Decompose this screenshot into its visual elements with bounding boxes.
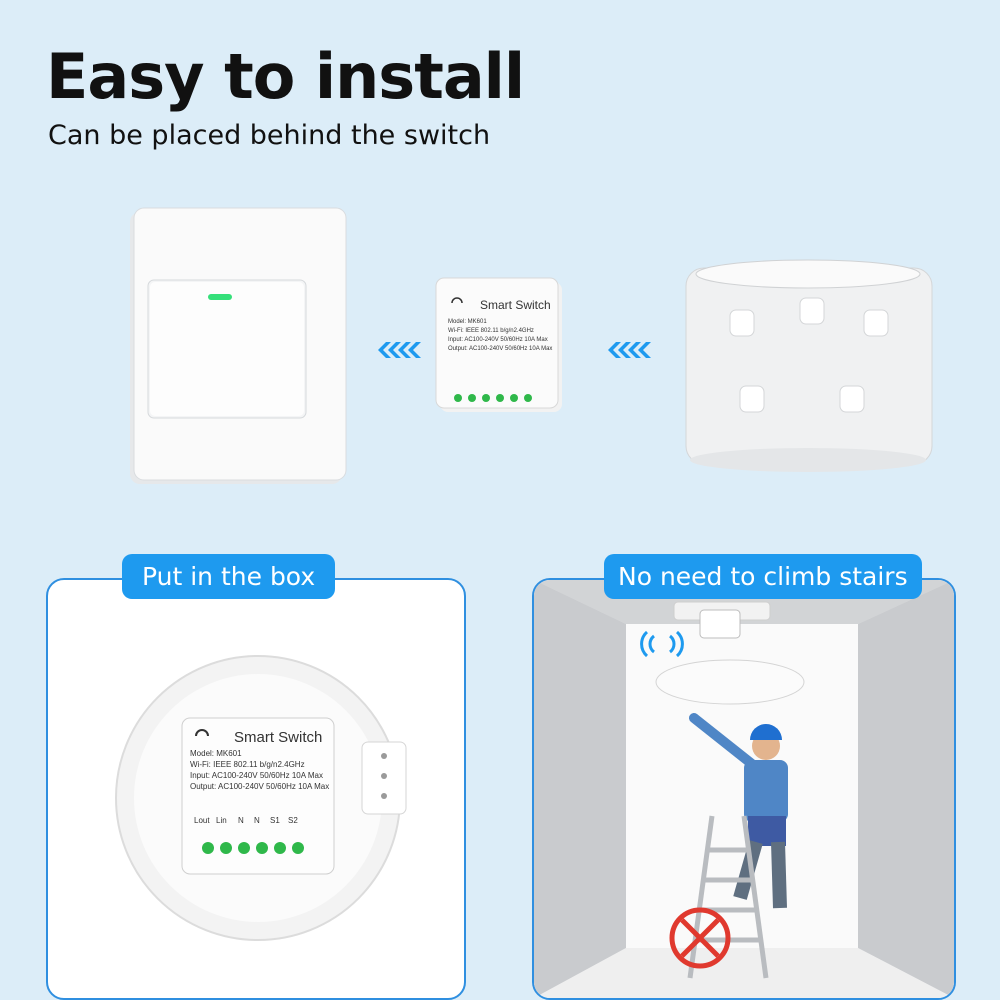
svg-text:N: N	[238, 816, 244, 825]
svg-text:N: N	[254, 816, 260, 825]
terminal-screws	[202, 842, 304, 854]
svg-text:Wi-Fi: IEEE 802.11 b/g/n2.4GHz: Wi-Fi: IEEE 802.11 b/g/n2.4GHz	[448, 328, 534, 334]
wifi-signal-icon	[640, 630, 684, 658]
svg-text:Lout: Lout	[194, 816, 210, 825]
label-no-stairs: No need to climb stairs	[604, 554, 922, 599]
svg-text:Output: AC100-240V 50/60Hz 10A: Output: AC100-240V 50/60Hz 10A Max	[448, 346, 552, 352]
panel-no-stairs	[532, 578, 956, 1000]
svg-text:Model: MK601: Model: MK601	[448, 319, 487, 325]
panel-put-in-box: Smart Switch Model: MK601 Wi-Fi: IEEE 80…	[46, 578, 466, 1000]
svg-text:Wi-Fi: IEEE 802.11 b/g/n2.4GHz: Wi-Fi: IEEE 802.11 b/g/n2.4GHz	[190, 760, 305, 769]
module-brand-label: Smart Switch	[480, 298, 551, 312]
junction-box-image	[685, 259, 933, 472]
svg-text:Input: AC100-240V 50/60Hz 10A: Input: AC100-240V 50/60Hz 10A Max	[448, 337, 548, 343]
box-with-module-image: Smart Switch Model: MK601 Wi-Fi: IEEE 80…	[115, 655, 407, 941]
smart-switch-module-image: Smart Switch Model: MK601 Wi-Fi: IEEE 80…	[435, 277, 562, 412]
svg-text:Model: MK601: Model: MK601	[190, 749, 242, 758]
page-subtitle: Can be placed behind the switch	[48, 120, 491, 151]
wall-switch-image	[130, 207, 347, 484]
svg-text:Output: AC100-240V 50/60Hz 10A: Output: AC100-240V 50/60Hz 10A Max	[190, 782, 329, 791]
prohibit-icon	[669, 907, 731, 969]
switch-led-icon	[208, 294, 232, 300]
room-scene-image	[534, 580, 954, 998]
arrow-left-icon-2	[608, 342, 651, 358]
worker-figure	[689, 713, 788, 909]
svg-text:Lin: Lin	[216, 816, 227, 825]
page-title: Easy to install	[46, 40, 525, 113]
svg-text:S2: S2	[288, 816, 298, 825]
install-illustration: Smart Switch Model: MK601 Wi-Fi: IEEE 80…	[130, 207, 933, 484]
arrow-left-icon	[378, 342, 421, 358]
module-brand-label-2: Smart Switch	[234, 729, 322, 746]
svg-text:Input: AC100-240V 50/60Hz 10A: Input: AC100-240V 50/60Hz 10A Max	[190, 771, 323, 780]
svg-text:S1: S1	[270, 816, 280, 825]
label-put-in-box: Put in the box	[122, 554, 336, 599]
